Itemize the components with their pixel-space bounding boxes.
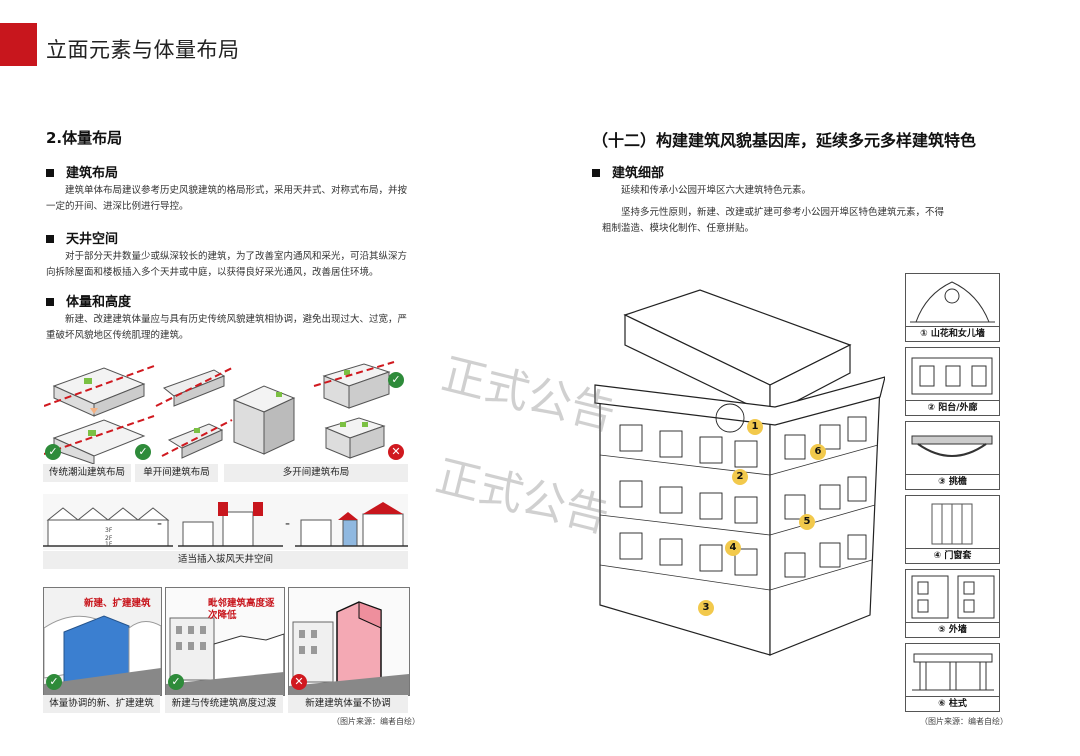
caption-multi-bay-layout: 多开间建筑布局 (224, 464, 408, 482)
caption-uncoordinated-volume: 新建建筑体量不协调 (288, 695, 408, 713)
right-section-title: （十二）构建建筑风貌基因库，延续多元多样建筑特色 (592, 131, 977, 150)
heading-architectural-details: 建筑细部 (592, 162, 664, 181)
volume-card-coordinated (43, 587, 162, 696)
para-inherit-elements: 延续和传承小公园开埠区六大建筑特色元素。 (621, 185, 812, 196)
check-icon: ✓ (168, 674, 184, 690)
para-courtyard-space: 对于部分天井数量少或纵深较长的建筑，为了改善室内通风和采光，可沿其纵深方向拆除屋… (46, 251, 408, 278)
callout-new-extension: 新建、扩建建筑 (84, 598, 151, 609)
elevation-after (295, 502, 408, 547)
thumb-label: ③ 挑檐 (906, 474, 999, 489)
volume-card-uncoordinated (288, 587, 410, 696)
para-building-layout: 建筑单体布局建议参考历史风貌建筑的格局形式，采用天井式、对称式布局，并按一定的开… (46, 185, 408, 212)
para-diversity-principle: 坚持多元性原则，新建、改建或扩建可参考小公园开埠区特色建筑元素，不得粗制滥造、模… (602, 207, 945, 234)
left-image-source: （图片来源：编者自绘） (332, 717, 420, 726)
check-icon: ✓ (135, 444, 151, 460)
thumb-exterior-wall: ⑤ 外墙 (905, 569, 1000, 638)
layout-diagrams-row1 (44, 361, 395, 464)
thumb-column-order: ⑥ 柱式 (905, 643, 1000, 712)
building-sketch (594, 289, 885, 656)
thumb-label: ⑤ 外墙 (906, 622, 999, 637)
elevation-before (43, 507, 173, 547)
element-badge-4: 4 (725, 540, 741, 556)
courtyard-insertion-diagram: - - 3F 2F 1F (43, 494, 408, 550)
bullet-square-icon (46, 168, 54, 177)
thumb-eaves: ③ 挑檐 (905, 421, 1000, 490)
caption-coordinated-volume: 体量协调的新、扩建建筑 (43, 695, 160, 713)
caption-single-bay-layout: 单开间建筑布局 (135, 464, 218, 482)
bullet-square-icon (46, 234, 54, 243)
multi-bay-layout-illustration (232, 361, 395, 459)
dash-separator: - (285, 516, 290, 532)
heading-volume-height: 体量和高度 (46, 291, 131, 310)
thumb-balcony-veranda: ② 阳台/外廊 (905, 347, 1000, 416)
svg-text:2F: 2F (105, 535, 113, 542)
svg-text:1F: 1F (105, 541, 113, 548)
thumb-door-window-frame: ④ 门窗套 (905, 495, 1000, 564)
element-badge-2: 2 (732, 469, 748, 485)
svg-text:3F: 3F (105, 527, 113, 534)
thumb-label: ⑥ 柱式 (906, 696, 999, 711)
thumb-label: ④ 门窗套 (906, 548, 999, 563)
element-badge-5: 5 (799, 514, 815, 530)
element-badge-1: 1 (747, 419, 763, 435)
header-accent-block (0, 23, 37, 66)
caption-traditional-layout: 传统潮汕建筑布局 (43, 464, 131, 482)
page-title: 立面元素与体量布局 (46, 38, 240, 62)
caption-height-transition: 新建与传统建筑高度过渡 (165, 695, 283, 713)
check-icon: ✓ (46, 674, 62, 690)
heading-building-layout: 建筑布局 (46, 162, 118, 181)
element-badge-6: 6 (810, 444, 826, 460)
thumb-label: ① 山花和女儿墙 (906, 326, 999, 341)
thumb-label: ② 阳台/外廊 (906, 400, 999, 415)
thumb-pediment-parapet: ① 山花和女儿墙 (905, 273, 1000, 342)
dash-separator: - (157, 516, 162, 532)
heading-courtyard-space: 天井空间 (46, 228, 118, 247)
cross-icon: ✕ (388, 444, 404, 460)
bullet-square-icon (46, 297, 54, 306)
caption-courtyard-insertion: 适当插入拔风天井空间 (43, 551, 408, 569)
bullet-square-icon (592, 168, 600, 177)
single-bay-layout-illustration (155, 367, 233, 459)
element-badge-3: 3 (698, 600, 714, 616)
check-icon: ✓ (388, 372, 404, 388)
volume-card-transition (165, 587, 285, 696)
elevation-middle (178, 502, 283, 547)
para-volume-height: 新建、改建建筑体量应与具有历史传统风貌建筑相协调，避免出现过大、过宽，严重破坏风… (46, 314, 408, 341)
right-image-source: （图片来源：编者自绘） (920, 717, 1008, 726)
check-icon: ✓ (45, 444, 61, 460)
callout-height-step-down: 毗邻建筑高度逐次降低 (208, 598, 275, 621)
cross-icon: ✕ (291, 674, 307, 690)
left-section-title: 2.体量布局 (46, 129, 123, 147)
